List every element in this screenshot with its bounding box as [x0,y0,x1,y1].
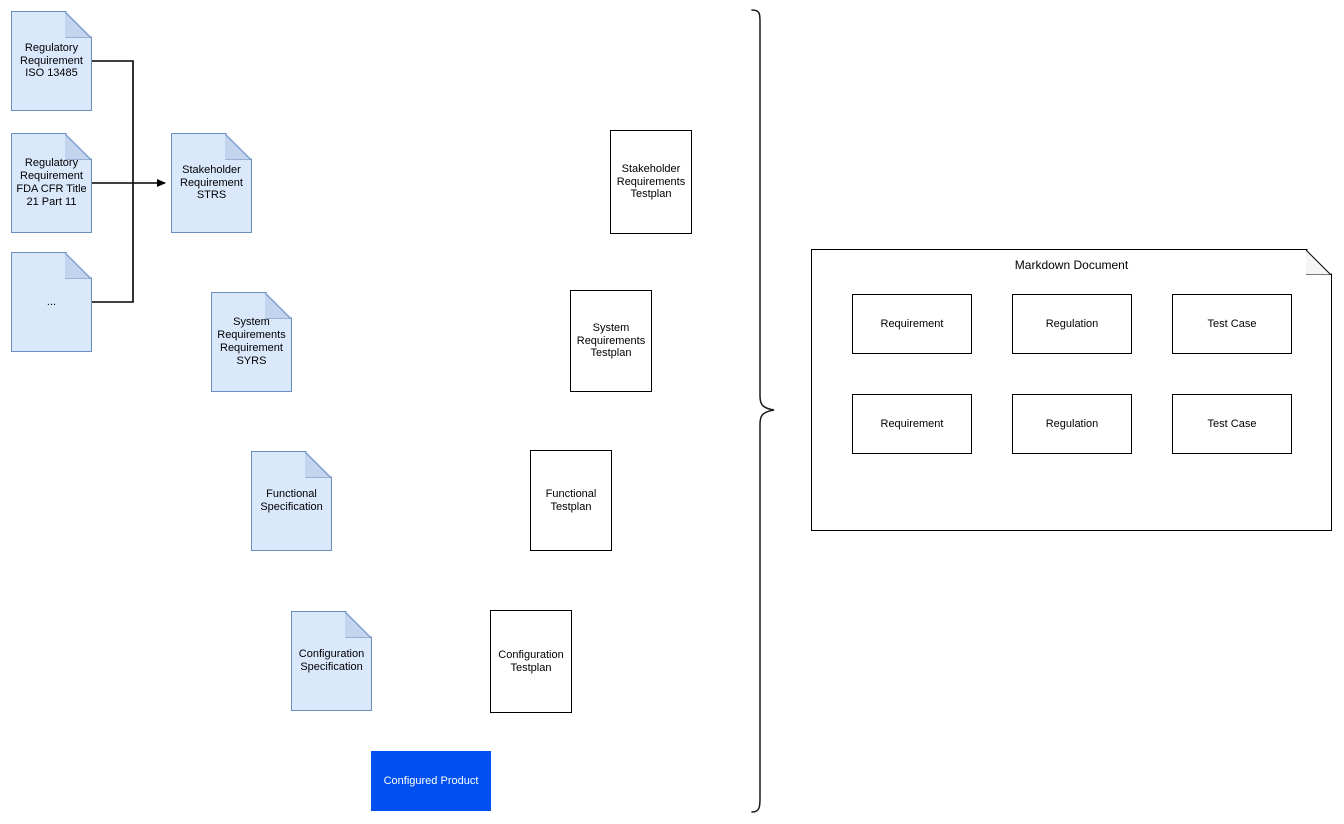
node-label: Regulatory Requirement ISO 13485 [20,41,83,80]
page-fold-icon [65,253,91,279]
cell-label: Regulation [1045,418,1099,430]
page-fold-icon [225,134,251,160]
page-fold-edge-icon [65,12,91,38]
node-regulatory-requirement-fda[interactable]: Regulatory Requirement FDA CFR Title 21 … [11,133,92,233]
node-label: Stakeholder Requirements Testplan [616,162,686,201]
node-stakeholder-requirement-strs[interactable]: Stakeholder Requirement STRS [171,133,252,233]
page-fold-edge-icon [345,612,371,638]
node-configuration-specification[interactable]: Configuration Specification [291,611,372,711]
cell-label: Requirement [880,318,944,330]
edge-iso-to-strs [92,60,134,183]
node-configuration-testplan[interactable]: Configuration Testplan [490,610,572,713]
markdown-cell-test-case-2[interactable]: Test Case [1172,394,1292,454]
markdown-document-container[interactable]: Markdown Document Requirement Regulation… [811,249,1332,531]
node-label: System Requirements Requirement SYRS [217,316,286,367]
node-label: Configured Product [383,774,479,787]
grouping-brace [751,9,775,813]
cell-label: Test Case [1207,418,1257,430]
cell-label: Test Case [1207,318,1257,330]
node-regulatory-requirement-iso[interactable]: Regulatory Requirement ISO 13485 [11,11,92,111]
node-label: ... [46,295,57,308]
node-label: Regulatory Requirement FDA CFR Title 21 … [16,157,87,208]
cell-label: Requirement [880,418,944,430]
node-configured-product[interactable]: Configured Product [371,751,491,811]
node-label: Stakeholder Requirement STRS [180,163,243,202]
markdown-cell-requirement-2[interactable]: Requirement [852,394,972,454]
node-system-requirements-testplan[interactable]: System Requirements Testplan [570,290,652,392]
page-fold-icon [305,452,331,478]
page-fold-edge-icon [225,134,251,160]
markdown-cell-regulation-2[interactable]: Regulation [1012,394,1132,454]
node-regulatory-requirement-more[interactable]: ... [11,252,92,352]
node-label: Configuration Testplan [498,648,564,674]
node-label: System Requirements Testplan [576,321,646,360]
node-label: Configuration Specification [298,648,365,673]
edge-more-to-strs [92,183,134,303]
node-label: Functional Testplan [545,487,597,513]
node-system-requirements-syrs[interactable]: System Requirements Requirement SYRS [211,292,292,392]
node-label: Functional Specification [260,488,323,513]
node-stakeholder-requirements-testplan[interactable]: Stakeholder Requirements Testplan [610,130,692,234]
node-functional-specification[interactable]: Functional Specification [251,451,332,551]
page-fold-edge-icon [305,452,331,478]
node-functional-testplan[interactable]: Functional Testplan [530,450,612,551]
cell-label: Regulation [1045,318,1099,330]
markdown-cell-test-case-1[interactable]: Test Case [1172,294,1292,354]
page-fold-edge-icon [65,253,91,279]
page-fold-edge-icon [1306,250,1331,275]
page-fold-icon [65,12,91,38]
markdown-cell-requirement-1[interactable]: Requirement [852,294,972,354]
markdown-cell-regulation-1[interactable]: Regulation [1012,294,1132,354]
markdown-document-title: Markdown Document [1014,258,1129,272]
page-fold-icon [345,612,371,638]
